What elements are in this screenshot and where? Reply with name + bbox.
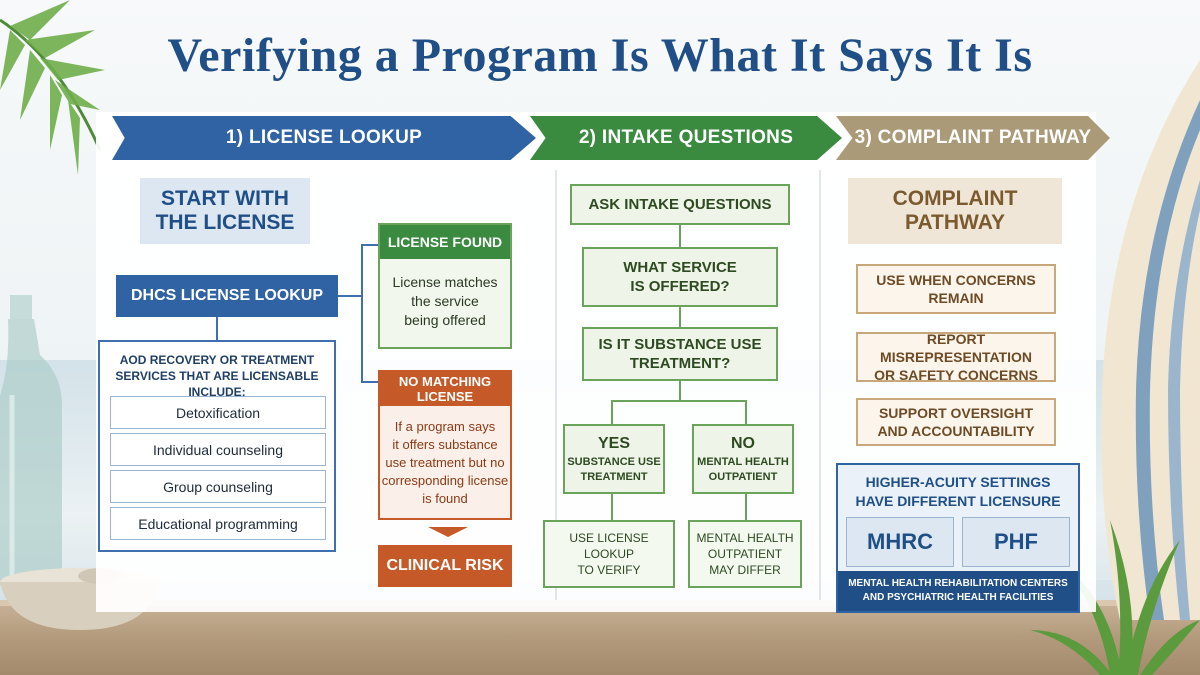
license-found-card: LICENSE FOUND License matches the servic… [378,223,512,349]
list-item: Educational programming [110,507,326,540]
mhrc-chip: MHRC [846,517,954,567]
no-mental-health-box: NO MENTAL HEALTH OUTPATIENT [692,424,794,494]
license-found-header: LICENSE FOUND [380,225,510,259]
palm-leaf-icon [0,0,105,175]
banner-license-lookup: 1) LICENSE LOOKUP [112,116,536,160]
clinical-risk-badge: CLINICAL RISK [378,545,512,587]
no-matching-license-card: NO MATCHING LICENSE If a program says it… [378,370,512,520]
yes-substance-use-box: YES SUBSTANCE USE TREATMENT [563,424,665,494]
banner-intake-questions: 2) INTAKE QUESTIONS [530,116,842,160]
glass-bottle-icon [0,295,62,585]
banner-complaint-pathway: 3) COMPLAINT PATHWAY [836,116,1110,160]
page-title: Verifying a Program Is What It Says It I… [167,29,1033,82]
license-found-body: License matches the service being offere… [392,274,498,328]
no-matching-license-header: NO MATCHING LICENSE [380,372,510,406]
plant-icon [1030,520,1200,675]
ask-intake-questions-box: ASK INTAKE QUESTIONS [570,184,790,225]
list-item: Group counseling [110,470,326,503]
surfboard-icon [1101,60,1200,620]
no-matching-license-body: If a program says it offers substance us… [381,419,509,506]
dhcs-license-lookup-button[interactable]: DHCS LICENSE LOOKUP [116,275,338,317]
list-item: Detoxification [110,396,326,429]
phf-chip: PHF [962,517,1070,567]
list-item: Individual counseling [110,433,326,466]
